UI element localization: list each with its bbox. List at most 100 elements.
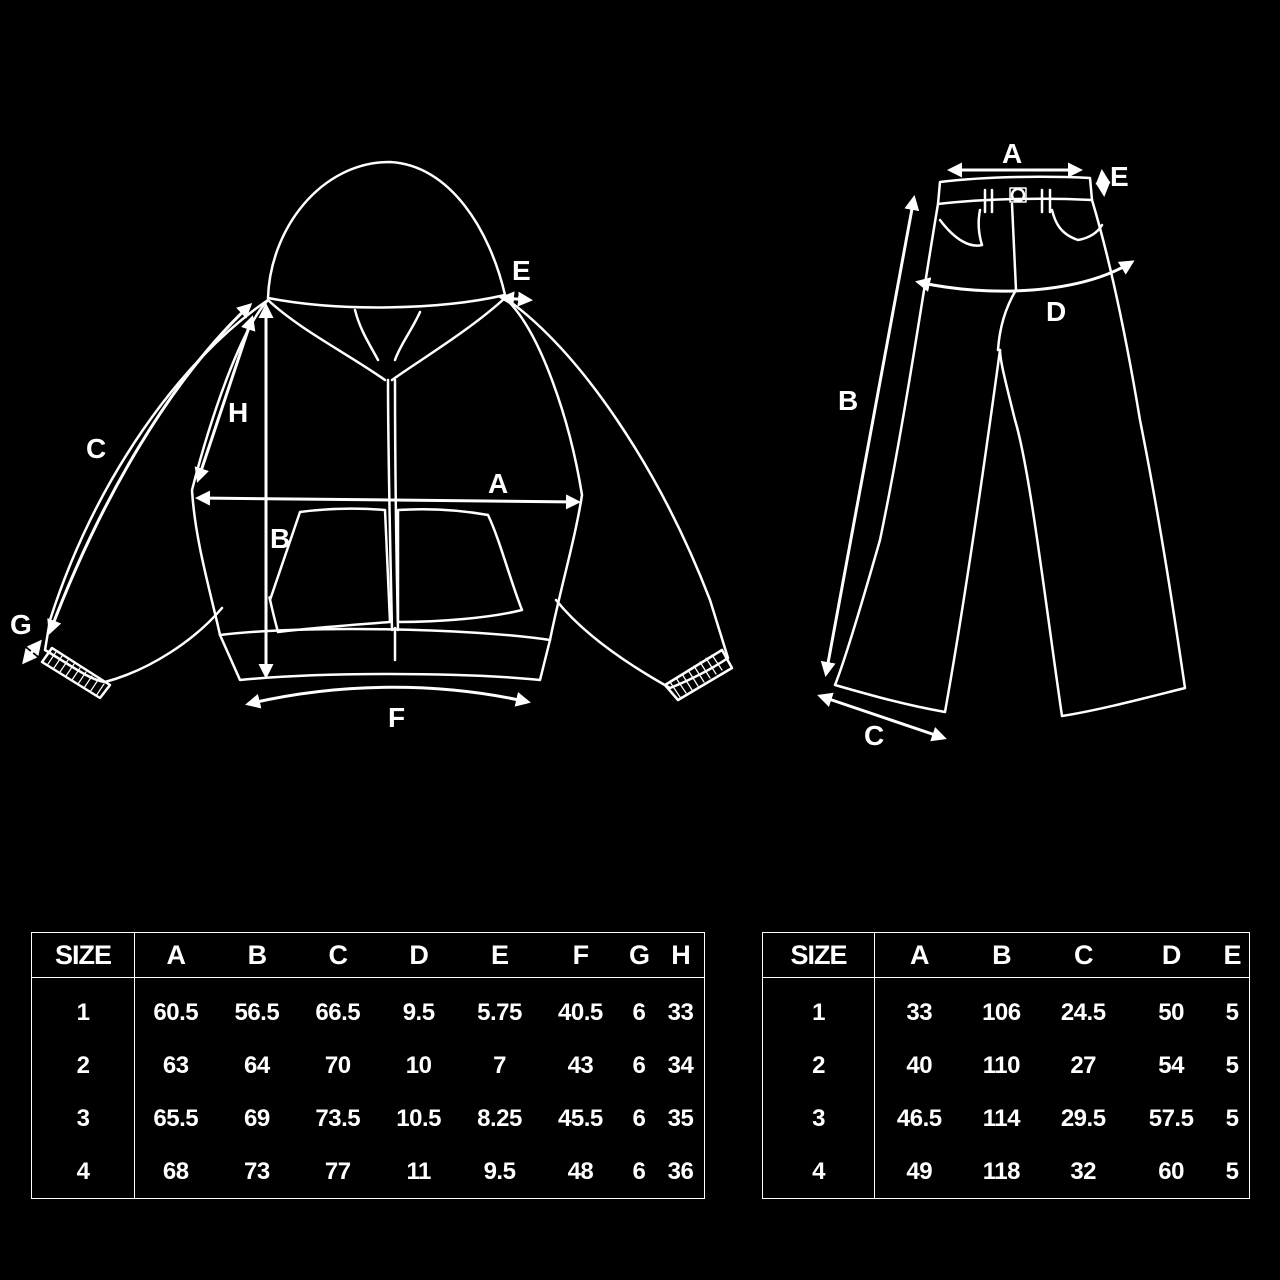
header-f: F <box>539 932 621 978</box>
pants-label-a: A <box>1002 138 1022 169</box>
hoodie-label-g: G <box>10 609 32 640</box>
table-cell: 118 <box>982 1157 1021 1185</box>
hoodie-cuff-left <box>40 646 112 700</box>
hoodie-label-c: C <box>86 433 106 464</box>
table-cell: 32 <box>1070 1157 1097 1185</box>
header-e: E <box>1215 932 1250 978</box>
hoodie-label-f: F <box>388 702 405 733</box>
table-cell: 34 <box>667 1051 694 1079</box>
hoodie-size-table: SIZE A B C D E F G H 1 60.5 56.5 66.5 9.… <box>31 932 705 1199</box>
table-cell: 1 <box>762 977 876 1039</box>
table-row: 3 65.5 69 73.5 10.5 8.25 45.5 6 35 <box>31 1092 705 1145</box>
hoodie-arrow-a <box>195 490 581 510</box>
table-cell: 106 <box>982 998 1021 1026</box>
table-cell: 73 <box>244 1157 270 1185</box>
table-cell: 70 <box>324 1051 351 1079</box>
table-cell: 60 <box>1158 1157 1184 1185</box>
pants-table-header: SIZE A B C D E <box>762 932 1250 978</box>
table-cell: 73.5 <box>315 1104 361 1132</box>
table-cell: 114 <box>982 1104 1021 1132</box>
pants-label-c: C <box>864 720 884 751</box>
table-cell: 66.5 <box>315 998 361 1026</box>
table-row: 4 49 118 32 60 5 <box>762 1145 1250 1199</box>
table-cell: 10.5 <box>396 1104 441 1132</box>
hoodie-table-header: SIZE A B C D E F G H <box>31 932 705 978</box>
pants-label-b: B <box>838 385 858 416</box>
table-cell: 11 <box>406 1157 431 1185</box>
pants-pocket-left <box>938 208 984 247</box>
table-cell: 24.5 <box>1060 998 1106 1026</box>
table-cell: 10 <box>405 1051 432 1079</box>
header-b: B <box>963 932 1040 978</box>
hoodie-label-b: B <box>270 523 290 554</box>
header-d: D <box>1127 932 1216 978</box>
hoodie-arrow-g <box>22 639 42 665</box>
table-cell: 5 <box>1225 1104 1239 1132</box>
pants-arrows <box>817 162 1135 742</box>
header-a: A <box>134 932 217 978</box>
table-cell: 65.5 <box>153 1104 199 1132</box>
table-cell: 35 <box>667 1104 694 1132</box>
table-row: 3 46.5 114 29.5 57.5 5 <box>762 1092 1250 1145</box>
table-cell: 45.5 <box>558 1104 603 1132</box>
table-row: 2 40 110 27 54 5 <box>762 1039 1250 1092</box>
table-cell: 110 <box>982 1051 1021 1079</box>
pants-arrow-c <box>817 692 947 742</box>
table-cell: 77 <box>324 1157 351 1185</box>
table-cell: 60.5 <box>153 998 199 1026</box>
table-cell: 49 <box>906 1157 933 1185</box>
hoodie-label-h: H <box>228 397 248 428</box>
pants-illustration <box>833 175 1187 718</box>
table-cell: 6 <box>632 998 646 1026</box>
table-cell: 6 <box>632 1104 646 1132</box>
hoodie-cuff-right <box>663 648 734 702</box>
pants-arrow-b <box>820 195 920 677</box>
header-h: H <box>657 932 705 978</box>
hoodie-waistband <box>218 627 552 682</box>
header-d: D <box>378 932 460 978</box>
table-cell: 5.75 <box>477 998 522 1026</box>
pants-pocket-right <box>1050 208 1104 242</box>
hoodie-label-a: A <box>488 468 508 499</box>
table-cell: 33 <box>667 998 694 1026</box>
pants-leg-left <box>833 202 1002 714</box>
hoodie-hood <box>266 160 507 300</box>
pants-button <box>1010 187 1026 203</box>
pants-leg-right <box>998 198 1187 718</box>
table-row: 4 68 73 77 11 9.5 48 6 36 <box>31 1145 705 1199</box>
table-cell: 48 <box>567 1157 594 1185</box>
table-cell: 33 <box>906 998 933 1026</box>
table-cell: 3 <box>762 1092 876 1145</box>
table-row: 2 63 64 70 10 7 43 6 34 <box>31 1039 705 1092</box>
table-cell: 57.5 <box>1148 1104 1194 1132</box>
table-cell: 3 <box>31 1092 136 1145</box>
hoodie-sleeve-right <box>503 296 730 690</box>
pants-label-d: D <box>1046 296 1066 327</box>
table-cell: 2 <box>31 1039 136 1092</box>
table-cell: 64 <box>244 1051 270 1079</box>
table-cell: 40.5 <box>558 998 603 1026</box>
pants-arrow-e <box>1095 169 1111 197</box>
table-cell: 5 <box>1225 998 1239 1026</box>
header-c: C <box>1039 932 1128 978</box>
hoodie-body-right <box>503 296 584 642</box>
table-cell: 4 <box>762 1145 876 1199</box>
table-cell: 36 <box>667 1157 694 1185</box>
hoodie-arrows <box>22 291 581 709</box>
hoodie-arrow-e <box>499 291 533 307</box>
header-b: B <box>216 932 298 978</box>
hoodie-arrow-c <box>47 302 253 635</box>
table-cell: 68 <box>162 1157 189 1185</box>
table-row: 1 33 106 24.5 50 5 <box>762 977 1250 1039</box>
hoodie-illustration <box>40 160 734 702</box>
pants-label-e: E <box>1110 161 1129 192</box>
table-cell: 46.5 <box>896 1104 942 1132</box>
table-cell: 6 <box>632 1157 646 1185</box>
table-cell: 43 <box>567 1051 594 1079</box>
header-g: G <box>620 932 658 978</box>
hoodie-arrow-h <box>194 315 256 483</box>
table-cell: 63 <box>162 1051 189 1079</box>
hoodie-pocket-right <box>396 508 524 624</box>
table-cell: 29.5 <box>1060 1104 1106 1132</box>
table-cell: 27 <box>1070 1051 1097 1079</box>
